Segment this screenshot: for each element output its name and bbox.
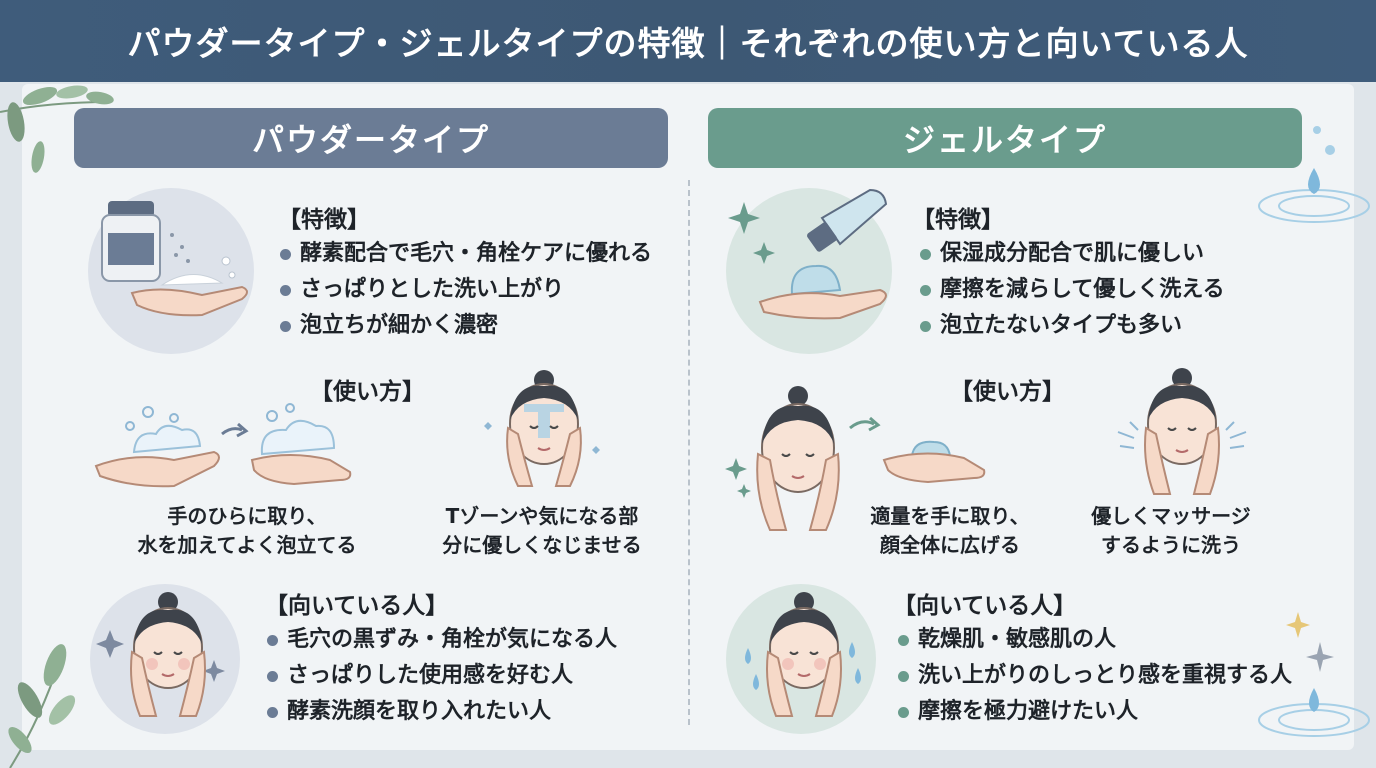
caption-line: Tゾーンや気になる部: [445, 504, 639, 528]
list-item: 摩擦を極力避けたい人: [898, 694, 1292, 730]
caption-line: 手のひらに取り、: [167, 504, 327, 528]
gel-features-heading: 【特徴】: [912, 207, 1004, 233]
face-washing-icon: [1117, 368, 1247, 495]
caption-line: するように洗う: [1101, 533, 1241, 557]
face-washing-icon: [725, 386, 986, 531]
list-item: 乾燥肌・敏感肌の人: [898, 622, 1292, 658]
leaf-decoration-icon: [8, 644, 76, 768]
powder-features-list: 酵素配合で毛穴・角栓ケアに優れる さっぱりとした洗い上がり 泡立ちが細かく濃密: [280, 236, 652, 344]
caption-line: 水を加えてよく泡立てる: [137, 533, 357, 557]
list-item: さっぱりとした洗い上がり: [280, 272, 652, 308]
gel-usage-heading: 【使い方】: [950, 379, 1065, 405]
face-washing-icon: [484, 370, 600, 487]
list-item: さっぱりした使用感を好む人: [267, 658, 617, 694]
list-item: 酵素洗顔を取り入れたい人: [267, 694, 617, 730]
list-item: 保湿成分配合で肌に優しい: [920, 236, 1225, 272]
list-item: 毛穴の黒ずみ・角栓が気になる人: [267, 622, 617, 658]
water-ripple-icon: [1258, 688, 1370, 737]
face-washing-icon: [96, 592, 225, 717]
gel-suited-heading: 【向いている人】: [893, 593, 1077, 619]
foam-hands-icon: [94, 403, 352, 488]
list-item: 洗い上がりのしっとり感を重視する人: [898, 658, 1292, 694]
caption-line: 分に優しくなじませる: [442, 533, 642, 557]
face-washing-icon: [745, 592, 861, 717]
powder-type-title: パウダータイプ: [74, 108, 668, 168]
page-header: パウダータイプ・ジェルタイプの特徴｜それぞれの使い方と向いている人: [0, 0, 1376, 82]
powder-usage-step-1: 手のひらに取り、 水を加えてよく泡立てる: [112, 502, 382, 560]
gel-type-title: ジェルタイプ: [708, 108, 1302, 168]
powder-suited-heading: 【向いている人】: [265, 593, 449, 619]
water-ripple-icon: [1258, 126, 1370, 223]
caption-line: 適量を手に取り、: [870, 504, 1030, 528]
page-title: パウダータイプ・ジェルタイプの特徴｜それぞれの使い方と向いている人: [127, 24, 1249, 63]
gel-tube-icon: [728, 188, 888, 320]
powder-suited-list: 毛穴の黒ずみ・角栓が気になる人 さっぱりした使用感を好む人 酵素洗顔を取り入れた…: [267, 622, 617, 730]
list-item: 泡立たないタイプも多い: [920, 308, 1225, 344]
caption-line: 顔全体に広げる: [880, 533, 1020, 557]
column-divider: [688, 180, 690, 725]
powder-usage-heading: 【使い方】: [310, 379, 425, 405]
leaf-decoration-icon: [0, 85, 114, 173]
powder-features-heading: 【特徴】: [278, 207, 370, 233]
gel-usage-step-1: 適量を手に取り、 顔全体に広げる: [820, 502, 1080, 560]
powder-usage-step-2: Tゾーンや気になる部 分に優しくなじませる: [412, 502, 672, 560]
caption-line: 優しくマッサージ: [1091, 504, 1251, 528]
list-item: 摩擦を減らして優しく洗える: [920, 272, 1225, 308]
sparkle-icon: [1286, 612, 1334, 672]
list-item: 泡立ちが細かく濃密: [280, 308, 652, 344]
gel-suited-list: 乾燥肌・敏感肌の人 洗い上がりのしっとり感を重視する人 摩擦を極力避けたい人: [898, 622, 1292, 730]
list-item: 酵素配合で毛穴・角栓ケアに優れる: [280, 236, 652, 272]
gel-usage-step-2: 優しくマッサージ するように洗う: [1056, 502, 1286, 560]
powder-jar-icon: [101, 201, 248, 317]
gel-features-list: 保湿成分配合で肌に優しい 摩擦を減らして優しく洗える 泡立たないタイプも多い: [920, 236, 1225, 344]
